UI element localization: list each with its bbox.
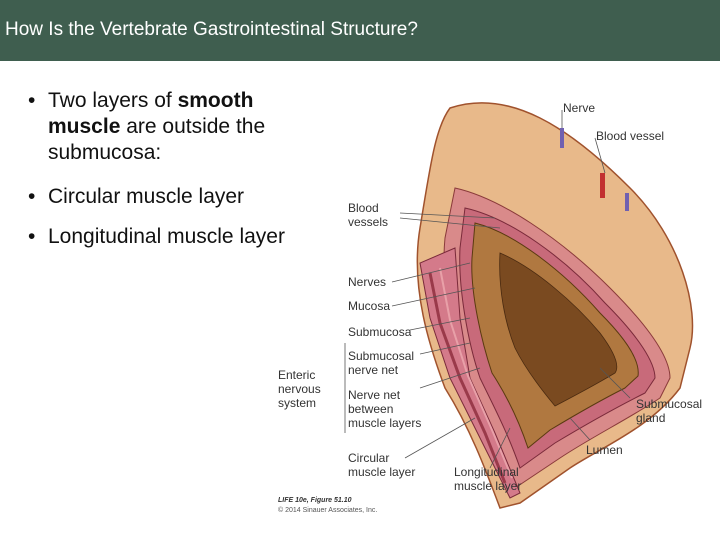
- title-bar: How Is the Vertebrate Gastrointestinal S…: [0, 0, 720, 61]
- bullet-glyph: •: [28, 89, 36, 112]
- cut-section-inner: [428, 272, 507, 484]
- label-submucosa: Submucosa: [348, 325, 412, 339]
- bullet-text-post: are outside the: [120, 115, 266, 138]
- svg-text:gland: gland: [636, 411, 665, 425]
- bullet-bold-muscle: muscle: [48, 115, 121, 138]
- bullet-item: • Two layers of smooth muscle are outsid…: [28, 88, 333, 166]
- label-blood-vessel: Blood vessel: [596, 129, 664, 143]
- label-lumen: Lumen: [586, 443, 623, 457]
- bullet-glyph: •: [28, 185, 36, 208]
- bullet-glyph: •: [28, 225, 36, 248]
- figure-credit: LIFE 10e, Figure 51.10: [278, 497, 352, 504]
- bullet-text-pre: Two layers of: [48, 89, 178, 112]
- bullet-text: Circular muscle layer: [48, 185, 245, 208]
- label-enteric: Enteric: [278, 368, 315, 382]
- label-longitudinal: Longitudinal: [454, 465, 519, 479]
- bullet-bold-smooth: smooth: [177, 89, 254, 112]
- bullet-item: • Circular muscle layer: [28, 184, 333, 210]
- svg-text:system: system: [278, 396, 316, 410]
- gi-tract-figure: Nerve Blood vessel Blood vessels Nerves …: [270, 88, 720, 528]
- label-blood-vessels: Blood: [348, 201, 379, 215]
- gi-tract-illustration: Nerve Blood vessel Blood vessels Nerves …: [278, 101, 702, 514]
- label-submucosal-gland: Submucosal: [636, 397, 702, 411]
- bullet-list: • Two layers of smooth muscle are outsid…: [28, 88, 333, 250]
- label-circular: Circular: [348, 451, 389, 465]
- blood-vessel-shape: [600, 173, 605, 198]
- svg-text:between: between: [348, 402, 393, 416]
- label-mucosa: Mucosa: [348, 299, 390, 313]
- label-nerves: Nerves: [348, 275, 386, 289]
- svg-text:muscle layer: muscle layer: [348, 465, 415, 479]
- label-submucosal-nerve-net: Submucosal: [348, 349, 414, 363]
- label-nerve: Nerve: [563, 101, 595, 115]
- slide-title: How Is the Vertebrate Gastrointestinal S…: [5, 19, 418, 40]
- svg-text:vessels: vessels: [348, 215, 388, 229]
- bullet-item: • Longitudinal muscle layer: [28, 224, 333, 250]
- nerve-shape: [560, 128, 564, 148]
- svg-text:nerve net: nerve net: [348, 363, 399, 377]
- leader-lines: [344, 110, 631, 469]
- svg-text:nervous: nervous: [278, 382, 321, 396]
- figure-copyright: © 2014 Sinauer Associates, Inc.: [278, 506, 377, 514]
- lumen: [499, 252, 618, 407]
- bullet-text-line3: submucosa:: [48, 141, 162, 164]
- label-nerve-net-between: Nerve net: [348, 388, 401, 402]
- svg-text:muscle layer: muscle layer: [454, 479, 521, 493]
- svg-text:muscle layers: muscle layers: [348, 416, 421, 430]
- bullet-text: Longitudinal muscle layer: [48, 225, 285, 248]
